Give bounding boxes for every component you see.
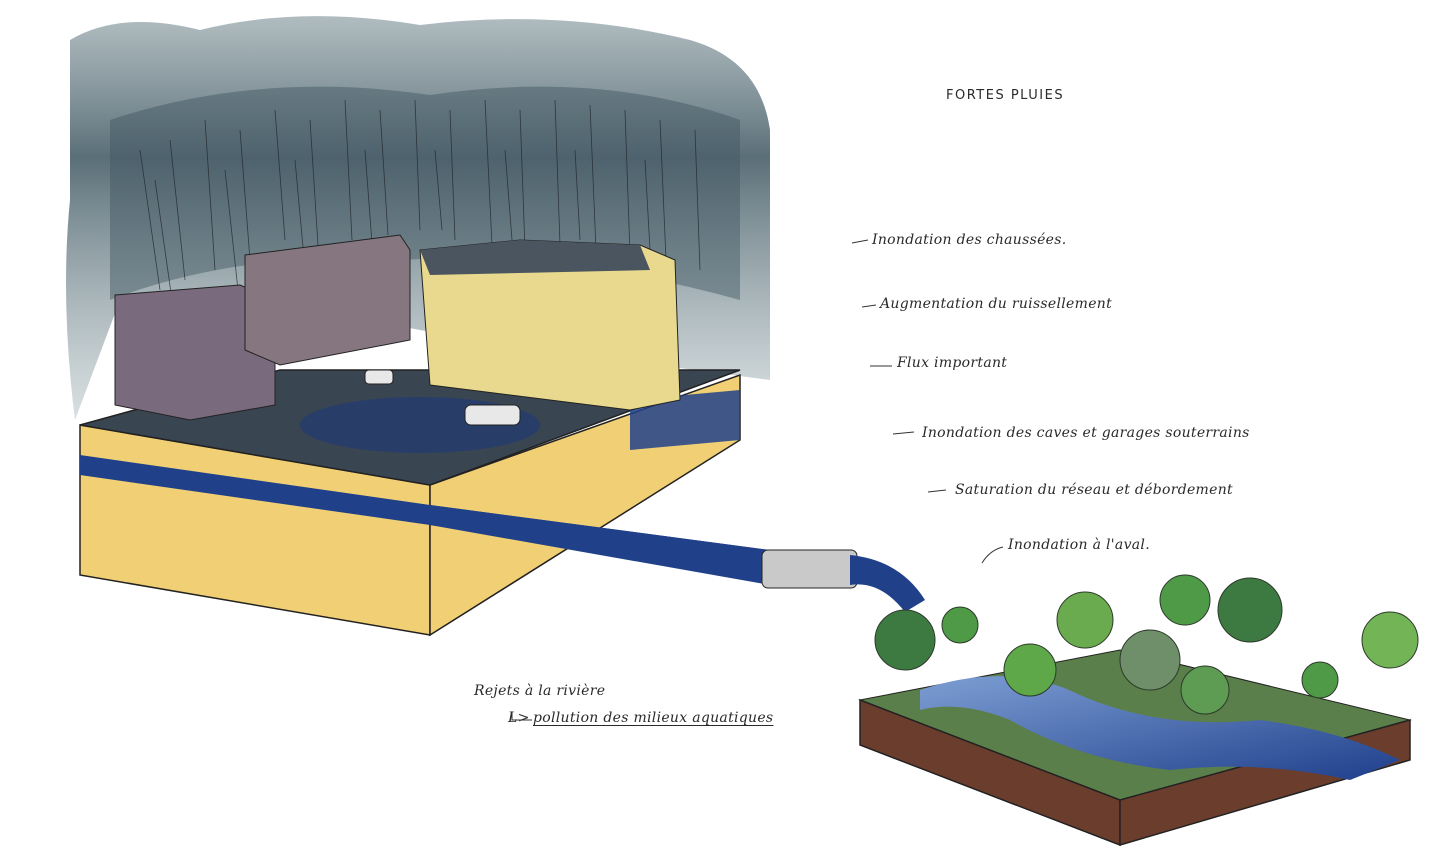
riverbank-block (858, 649, 1412, 847)
annotation-strong-flow: Flux important (897, 355, 1008, 371)
annotation-runoff-increase: Augmentation du ruissellement (880, 296, 1113, 312)
outfall-arrow: L> (508, 710, 530, 726)
cars (364, 369, 521, 426)
annotation-leaders (511, 239, 1004, 721)
annotation-downstream-flooding: Inondation à l'aval. (1008, 537, 1150, 553)
trees (874, 574, 1419, 715)
outfall-pollution-label: pollution des milieux aquatiques (533, 710, 774, 726)
diagram-title: FORTES PLUIES (946, 88, 1065, 103)
outfall-label: Rejets à la rivière (474, 683, 606, 699)
outfall-pipe (430, 505, 925, 612)
buildings (114, 234, 681, 421)
annotation-road-flooding: Inondation des chaussées. (872, 232, 1067, 248)
annotation-network-saturation: Saturation du réseau et débordement (955, 482, 1233, 498)
annotation-basement-flooding: Inondation des caves et garages souterra… (922, 425, 1250, 441)
